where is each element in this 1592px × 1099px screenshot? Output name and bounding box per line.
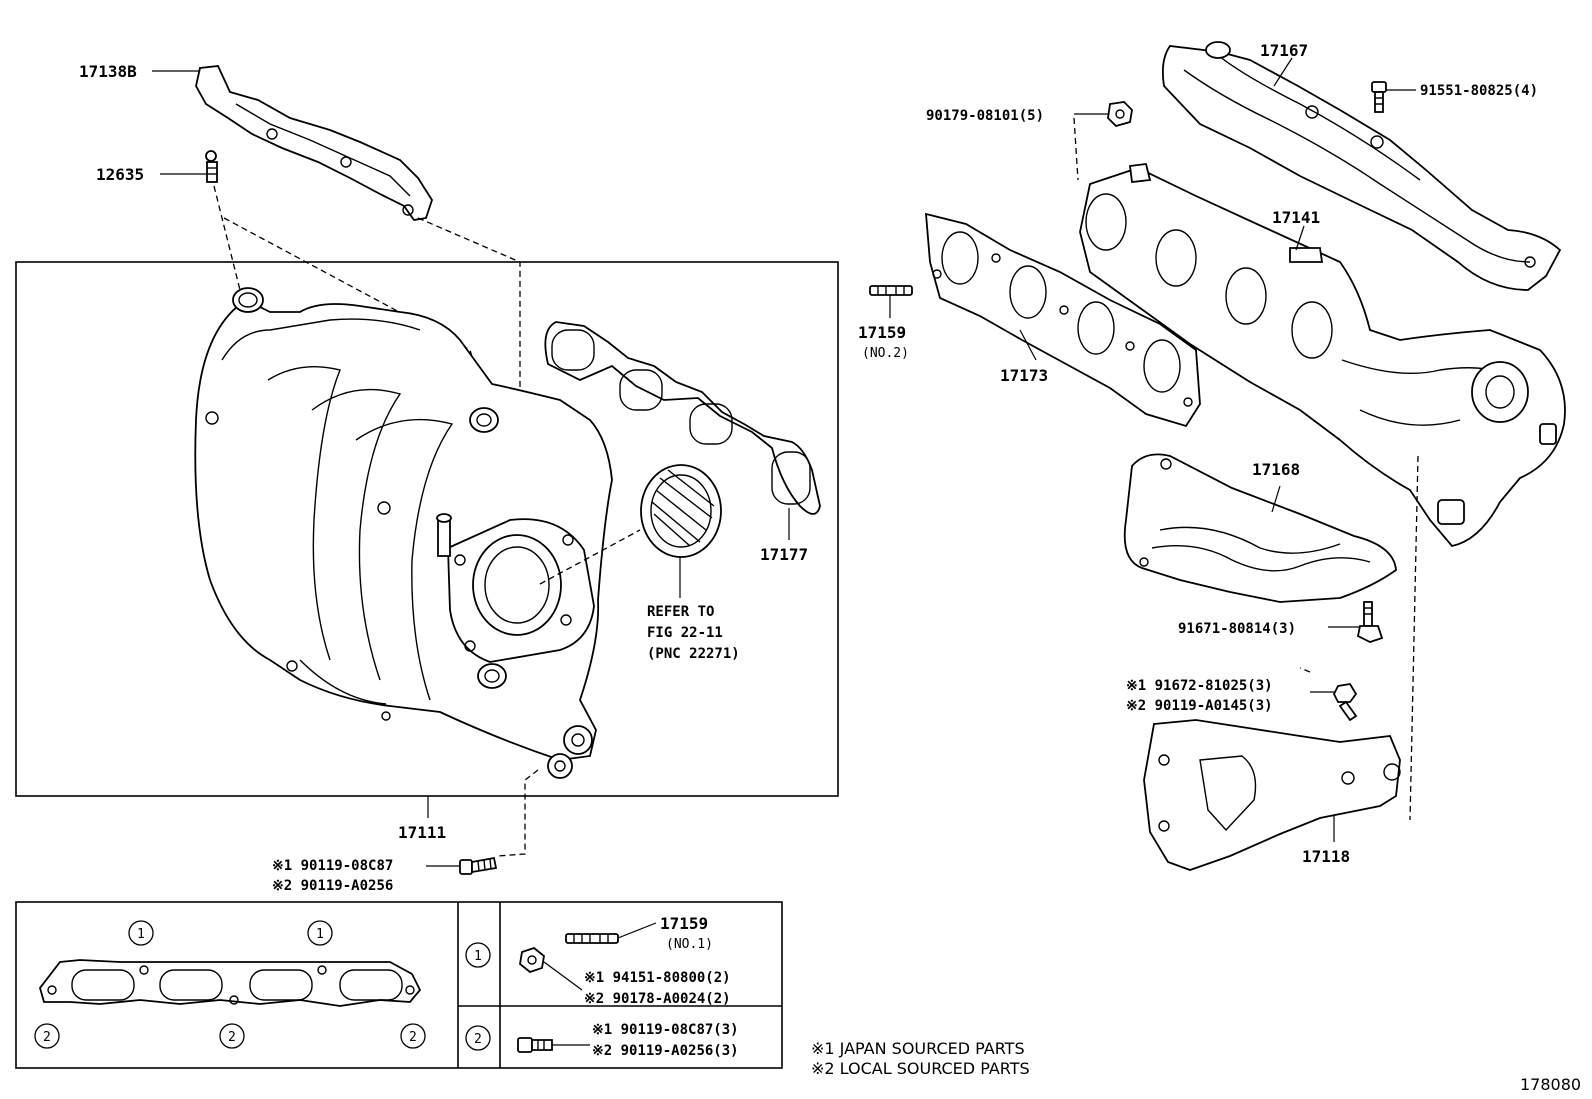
throttle-gasket-ring xyxy=(640,464,722,558)
callout-91671: 91671-80814(3) xyxy=(1178,621,1296,637)
callout-manifold-bolt-1: ※1 90119-08C87 xyxy=(272,858,393,874)
inset-callout-nut-1: ※1 94151-80800(2) xyxy=(584,970,731,986)
marker-2-right: 2 xyxy=(400,1023,426,1049)
callout-12635: 12635 xyxy=(96,165,144,184)
stud-no2 xyxy=(869,285,913,296)
inset-callout-bolt-2: ※2 90119-A0256(3) xyxy=(592,1043,739,1059)
nut-inset xyxy=(519,946,545,974)
inset-table xyxy=(15,901,783,1069)
heat-insulator-17138b xyxy=(195,65,433,221)
legend-note-1: ※1 JAPAN SOURCED PARTS xyxy=(811,1039,1025,1058)
svg-text:2: 2 xyxy=(474,1032,482,1047)
plug-12635 xyxy=(205,150,218,183)
callout-17118: 17118 xyxy=(1302,847,1350,866)
marker-2-mid: 2 xyxy=(219,1023,245,1049)
intake-manifold-frame xyxy=(15,261,839,797)
intake-manifold-17111 xyxy=(194,287,613,779)
exhaust-heat-insulator-17167 xyxy=(1161,41,1562,291)
figure-number: 178080 xyxy=(1520,1075,1581,1094)
stud-no1 xyxy=(565,933,619,944)
callout-17168: 17168 xyxy=(1252,460,1300,479)
intake-gasket-17177 xyxy=(544,321,821,515)
refer-note-line3: (PNC 22271) xyxy=(647,646,740,662)
svg-text:2: 2 xyxy=(409,1030,417,1045)
callout-17167: 17167 xyxy=(1260,41,1308,60)
marker-2-left: 2 xyxy=(34,1023,60,1049)
exhaust-manifold-17141 xyxy=(1079,163,1566,547)
callout-manifold-bolt-2: ※2 90119-A0256 xyxy=(272,878,393,894)
bolt-91671 xyxy=(1356,601,1384,643)
inset-gasket-drawing xyxy=(39,959,422,1007)
inset-callout-bolt-1: ※1 90119-08C87(3) xyxy=(592,1022,739,1038)
marker-1-left: 1 xyxy=(128,920,154,946)
callout-bracket-bolt-2: ※2 90119-A0145(3) xyxy=(1126,698,1273,714)
callout-17159-no2-sub: (NO.2) xyxy=(862,346,909,361)
callout-17159-no2: 17159 xyxy=(858,323,906,342)
bracket-17118 xyxy=(1143,719,1401,871)
callout-17138b: 17138B xyxy=(79,62,137,81)
marker-2-column: 2 xyxy=(465,1025,491,1051)
inset-callout-nut-2: ※2 90178-A0024(2) xyxy=(584,991,731,1007)
callout-90179: 90179-08101(5) xyxy=(926,108,1044,124)
callout-bracket-bolt-1: ※1 91672-81025(3) xyxy=(1126,678,1273,694)
callout-91551: 91551-80825(4) xyxy=(1420,83,1538,99)
refer-note-line1: REFER TO xyxy=(647,604,714,620)
inset-callout-17159-no1-sub: (NO.1) xyxy=(666,937,713,952)
svg-text:1: 1 xyxy=(316,927,324,942)
nut-90179 xyxy=(1107,101,1133,128)
inset-callout-17159-no1: 17159 xyxy=(660,914,708,933)
exhaust-heat-insulator-17168 xyxy=(1123,453,1397,603)
callout-17177: 17177 xyxy=(760,545,808,564)
svg-text:1: 1 xyxy=(474,949,482,964)
callout-17141: 17141 xyxy=(1272,208,1320,227)
svg-text:1: 1 xyxy=(137,927,145,942)
marker-1-right: 1 xyxy=(307,920,333,946)
legend-note-2: ※2 LOCAL SOURCED PARTS xyxy=(811,1059,1030,1078)
refer-note-line2: FIG 22-11 xyxy=(647,625,723,641)
bolt-91551 xyxy=(1371,81,1387,113)
callout-17111: 17111 xyxy=(398,823,446,842)
svg-text:2: 2 xyxy=(43,1030,51,1045)
exhaust-gasket-17173 xyxy=(924,212,1201,428)
bolt-bracket xyxy=(1332,683,1358,722)
callout-17173: 17173 xyxy=(1000,366,1048,385)
bolt-inset xyxy=(517,1037,553,1053)
svg-text:2: 2 xyxy=(228,1030,236,1045)
manifold-bolt xyxy=(459,856,498,875)
marker-1-column: 1 xyxy=(465,942,491,968)
